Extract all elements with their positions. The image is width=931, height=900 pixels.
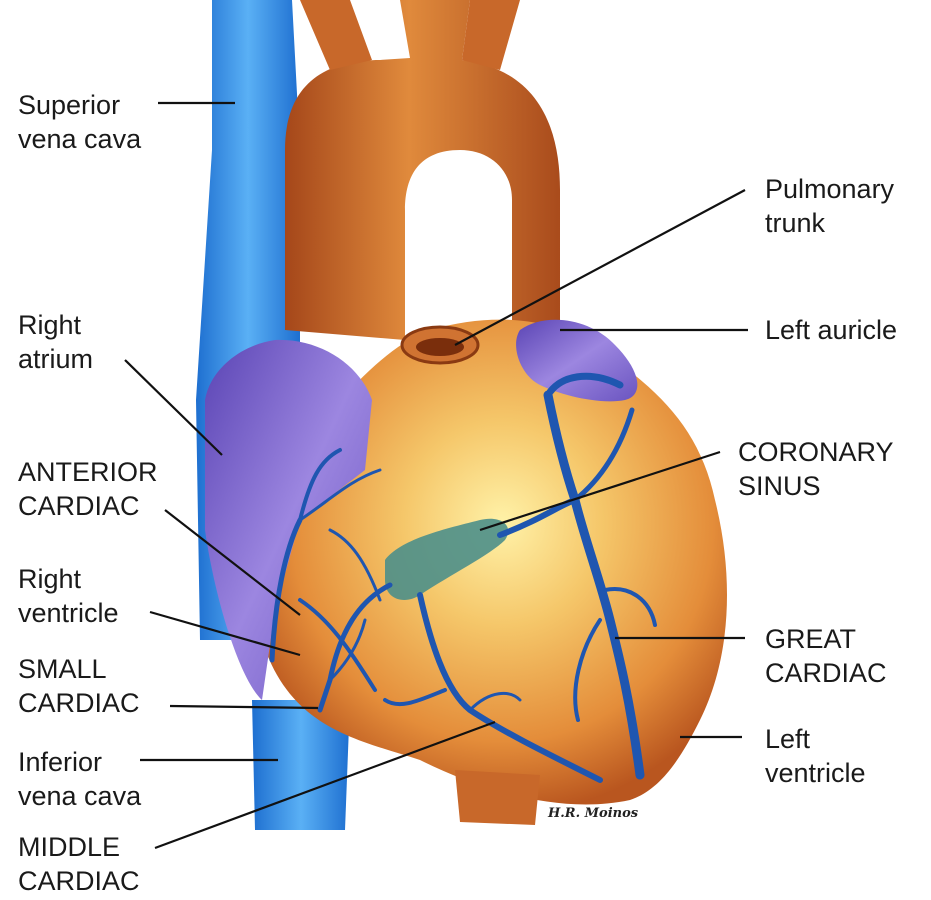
- label-line: Superior: [18, 88, 141, 122]
- label-left-ventricle: Left ventricle: [765, 722, 866, 790]
- label-line: Left: [765, 722, 866, 756]
- leader-pulmonary-trunk: [455, 190, 745, 345]
- label-middle-cardiac: MIDDLE CARDIAC: [18, 830, 140, 898]
- artist-signature: H.R. Moinos: [548, 806, 638, 821]
- label-line: CARDIAC: [18, 864, 140, 898]
- label-anterior-cardiac: ANTERIOR CARDIAC: [18, 455, 158, 523]
- label-line: Right: [18, 308, 93, 342]
- label-line: vena cava: [18, 122, 141, 156]
- label-line: ventricle: [18, 596, 119, 630]
- label-small-cardiac: SMALL CARDIAC: [18, 652, 140, 720]
- label-line: SMALL: [18, 652, 140, 686]
- label-pulmonary-trunk: Pulmonary trunk: [765, 172, 894, 240]
- label-line: SINUS: [738, 469, 894, 503]
- label-line: ANTERIOR: [18, 455, 158, 489]
- label-line: MIDDLE: [18, 830, 140, 864]
- label-left-auricle: Left auricle: [765, 313, 897, 347]
- label-right-atrium: Right atrium: [18, 308, 93, 376]
- label-line: Left auricle: [765, 313, 897, 347]
- label-line: vena cava: [18, 779, 141, 813]
- label-line: atrium: [18, 342, 93, 376]
- label-line: CARDIAC: [765, 656, 887, 690]
- label-line: Right: [18, 562, 119, 596]
- label-line: Pulmonary: [765, 172, 894, 206]
- label-line: ventricle: [765, 756, 866, 790]
- label-inferior-vena-cava: Inferior vena cava: [18, 745, 141, 813]
- label-great-cardiac: GREAT CARDIAC: [765, 622, 887, 690]
- label-line: GREAT: [765, 622, 887, 656]
- label-line: CORONARY: [738, 435, 894, 469]
- label-line: Inferior: [18, 745, 141, 779]
- label-coronary-sinus: CORONARY SINUS: [738, 435, 894, 503]
- label-line: CARDIAC: [18, 686, 140, 720]
- label-right-ventricle: Right ventricle: [18, 562, 119, 630]
- label-line: trunk: [765, 206, 894, 240]
- lower-vessel-shape: [455, 770, 540, 825]
- label-line: CARDIAC: [18, 489, 158, 523]
- label-superior-vena-cava: Superior vena cava: [18, 88, 141, 156]
